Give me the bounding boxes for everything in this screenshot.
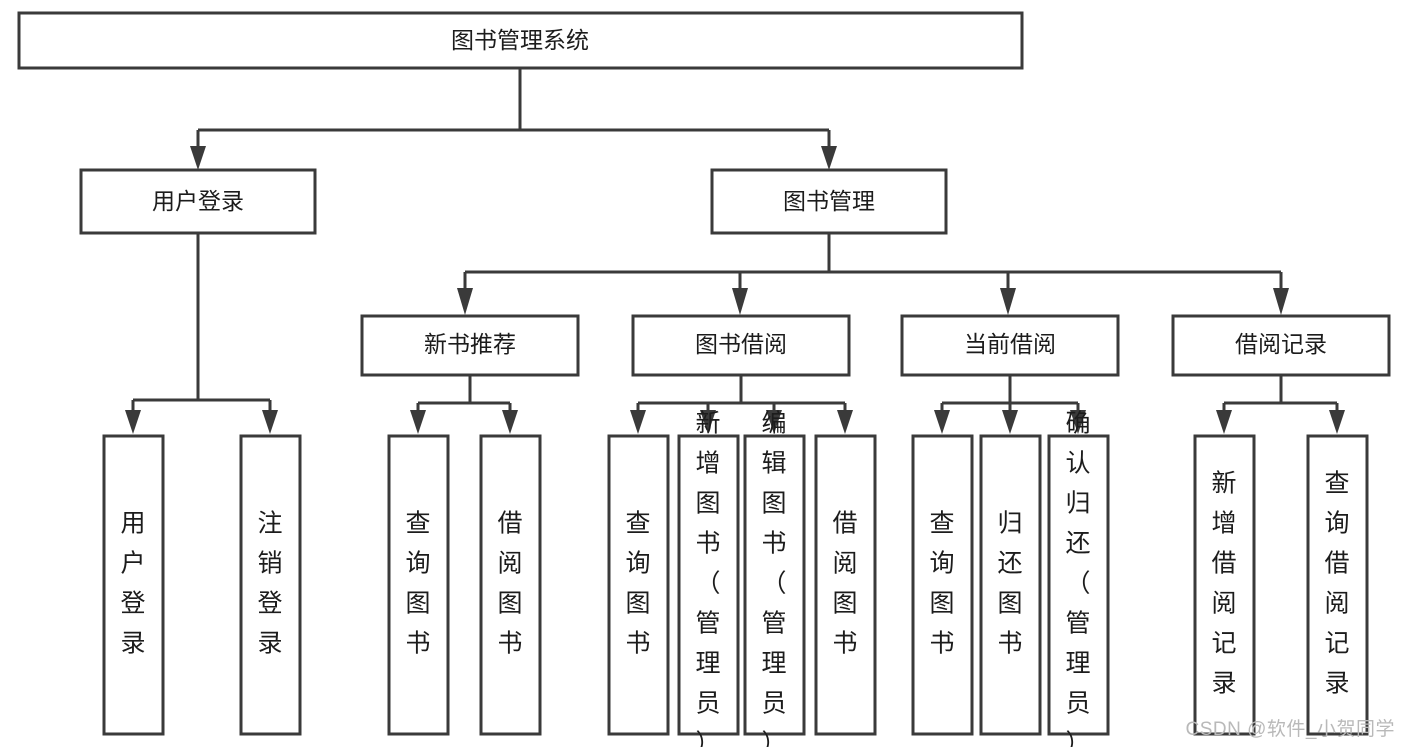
node-leaf-query-record-label: 查询借阅记录 (1324, 470, 1349, 698)
node-leaf-logout-box[interactable] (239, 434, 302, 736)
arrow-icon (457, 288, 473, 315)
arrow-icon (190, 146, 206, 170)
node-leaf-logout-label: 注销登录 (257, 510, 282, 658)
arrow-icon (630, 410, 646, 434)
node-leaf-edit-book[interactable]: 编辑图书（管理员） (743, 410, 806, 747)
node-user-login-label: 用户登录 (152, 188, 244, 214)
arrow-icon (410, 410, 426, 434)
node-leaf-user-login-label: 用户登录 (120, 510, 145, 658)
node-book-borrow-label: 图书借阅 (695, 331, 787, 357)
node-book-borrow-box[interactable] (631, 314, 851, 377)
node-leaf-query-book-1-box[interactable] (387, 434, 450, 736)
node-leaf-query-book-1-label: 查询图书 (405, 510, 430, 658)
node-root-label: 图书管理系统 (451, 27, 589, 53)
arrow-icon (1002, 410, 1018, 434)
node-book-management-box[interactable] (710, 168, 948, 235)
node-book-management[interactable]: 图书管理 (710, 168, 948, 235)
node-leaf-query-book-1[interactable]: 查询图书 (387, 434, 450, 736)
arrow-icon (262, 410, 278, 434)
node-current-borrow-label: 当前借阅 (964, 331, 1056, 357)
node-leaf-query-book-3[interactable]: 查询图书 (911, 434, 974, 736)
node-leaf-borrow-book-2-label: 借阅图书 (832, 510, 857, 658)
node-leaf-return-book[interactable]: 归还图书 (979, 434, 1042, 736)
node-user-login-box[interactable] (79, 168, 317, 235)
node-leaf-query-record-box[interactable] (1306, 434, 1369, 736)
node-new-book-recommend-label: 新书推荐 (424, 331, 516, 357)
arrow-icon (1273, 288, 1289, 315)
node-new-book-recommend-box[interactable] (360, 314, 580, 377)
node-leaf-edit-book-label: 编辑图书（管理员） (761, 410, 786, 747)
node-leaf-logout[interactable]: 注销登录 (239, 434, 302, 736)
node-root-box[interactable] (17, 11, 1024, 70)
node-leaf-borrow-book-1[interactable]: 借阅图书 (479, 434, 542, 736)
arrow-icon (700, 410, 716, 434)
connector-group (125, 68, 1345, 434)
node-leaf-return-book-box[interactable] (979, 434, 1042, 736)
node-leaf-return-book-label: 归还图书 (997, 510, 1022, 658)
arrow-icon (1070, 410, 1086, 434)
node-root[interactable]: 图书管理系统 (17, 11, 1024, 70)
arrow-icon (1000, 288, 1016, 315)
node-borrow-record-box[interactable] (1171, 314, 1391, 377)
arrow-icon (1216, 410, 1232, 434)
arrow-icon (732, 288, 748, 315)
node-leaf-confirm-return-label: 确认归还（管理员） (1065, 410, 1090, 747)
node-leaf-query-book-3-box[interactable] (911, 434, 974, 736)
arrow-icon (125, 410, 141, 434)
node-leaf-add-book-box[interactable] (677, 434, 740, 736)
node-borrow-record-label: 借阅记录 (1235, 331, 1327, 357)
node-book-borrow[interactable]: 图书借阅 (631, 314, 851, 377)
node-leaf-add-record-label: 新增借阅记录 (1211, 470, 1236, 698)
arrow-icon (502, 410, 518, 434)
node-leaf-query-book-2-box[interactable] (607, 434, 670, 736)
arrow-icon (821, 146, 837, 170)
node-leaf-user-login[interactable]: 用户登录 (102, 434, 165, 736)
node-leaf-confirm-return[interactable]: 确认归还（管理员） (1047, 410, 1110, 747)
node-leaf-add-book-label: 新增图书（管理员） (695, 410, 720, 747)
node-leaf-add-record[interactable]: 新增借阅记录 (1193, 434, 1256, 736)
csdn-watermark: CSDN @软件_小贺同学 (1185, 719, 1395, 740)
node-leaf-borrow-book-1-box[interactable] (479, 434, 542, 736)
arrow-icon (1329, 410, 1345, 434)
node-leaf-add-record-box[interactable] (1193, 434, 1256, 736)
node-leaf-edit-book-box[interactable] (743, 434, 806, 736)
node-leaf-add-book[interactable]: 新增图书（管理员） (677, 410, 740, 747)
arrow-icon (766, 410, 782, 434)
node-current-borrow-box[interactable] (900, 314, 1120, 377)
arrow-icon (837, 410, 853, 434)
node-user-login[interactable]: 用户登录 (79, 168, 317, 235)
node-leaf-user-login-box[interactable] (102, 434, 165, 736)
node-leaf-borrow-book-2-box[interactable] (814, 434, 877, 736)
arrow-icon (934, 410, 950, 434)
node-current-borrow[interactable]: 当前借阅 (900, 314, 1120, 377)
node-leaf-borrow-book-1-label: 借阅图书 (497, 510, 522, 658)
node-leaf-borrow-book-2[interactable]: 借阅图书 (814, 434, 877, 736)
node-book-management-label: 图书管理 (783, 188, 875, 214)
node-leaf-query-book-2-label: 查询图书 (625, 510, 650, 658)
node-leaf-query-record[interactable]: 查询借阅记录 (1306, 434, 1369, 736)
node-leaf-confirm-return-box[interactable] (1047, 434, 1110, 736)
node-borrow-record[interactable]: 借阅记录 (1171, 314, 1391, 377)
node-new-book-recommend[interactable]: 新书推荐 (360, 314, 580, 377)
node-leaf-query-book-3-label: 查询图书 (929, 510, 954, 658)
node-leaf-query-book-2[interactable]: 查询图书 (607, 434, 670, 736)
